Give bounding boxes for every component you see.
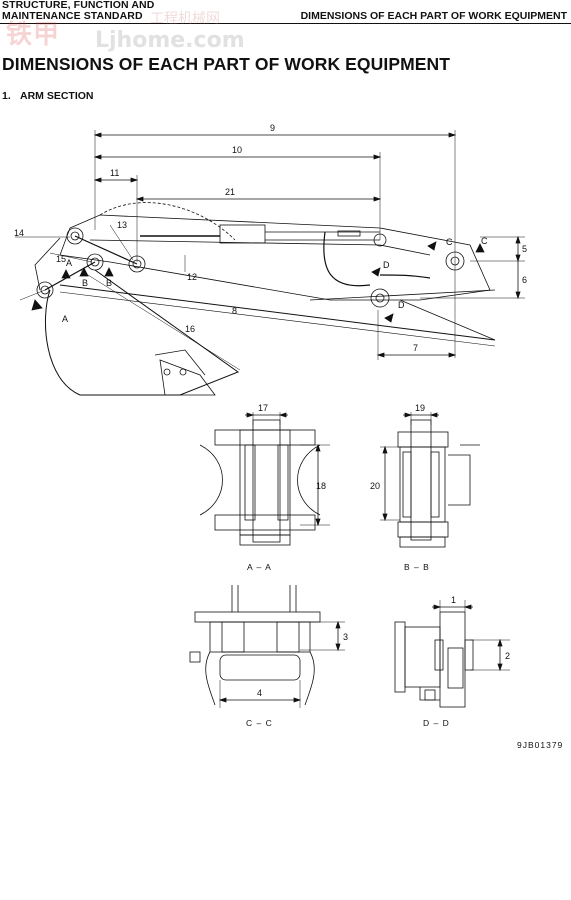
mark-b2: B — [106, 278, 112, 288]
mark-d1: D — [383, 260, 390, 270]
header-right: DIMENSIONS OF EACH PART OF WORK EQUIPMEN… — [300, 10, 567, 22]
watermark-site: Ljhome.com — [95, 28, 245, 53]
dim-13: 13 — [117, 220, 127, 230]
aa-dim-17: 17 — [258, 403, 268, 413]
bb-dim-20: 20 — [370, 481, 380, 491]
bb-caption: B – B — [404, 562, 430, 572]
mark-c1: C — [446, 237, 453, 247]
mark-b1: B — [82, 278, 88, 288]
dim-16: 16 — [185, 324, 195, 334]
dim-7: 7 — [413, 343, 418, 353]
dim-14: 14 — [14, 228, 24, 238]
watermark-small: 工程机械网 — [150, 11, 220, 27]
section-heading: 1. ARM SECTION — [2, 90, 94, 102]
dim-15: 15 — [56, 254, 66, 264]
section-aa: 17 18 A – A — [199, 403, 330, 572]
section-number: 1. — [2, 90, 11, 102]
dd-dim-1: 1 — [451, 595, 456, 605]
header-left-line2: MAINTENANCE STANDARD — [2, 10, 143, 22]
dim-11: 11 — [110, 168, 119, 178]
mark-d2: D — [398, 300, 405, 310]
section-label: ARM SECTION — [20, 90, 94, 102]
aa-dim-18: 18 — [316, 481, 326, 491]
mark-a2: A — [62, 314, 68, 324]
dd-caption: D – D — [423, 718, 450, 728]
section-bb: 19 20 B – B — [370, 403, 480, 572]
cc-dim-4: 4 — [257, 688, 262, 698]
main-view: 9 10 11 21 13 14 15 12 8 16 7 5 6 A A B … — [14, 123, 527, 396]
bb-dim-19: 19 — [415, 403, 425, 413]
dim-10: 10 — [232, 145, 242, 155]
watermark-logo: 铁甲 — [6, 20, 61, 50]
drawing-code: 9JB01379 — [517, 740, 563, 750]
dim-21: 21 — [225, 187, 235, 197]
dim-12: 12 — [187, 272, 197, 282]
page-title: DIMENSIONS OF EACH PART OF WORK EQUIPMEN… — [2, 54, 451, 74]
cc-dim-3: 3 — [343, 632, 348, 642]
dim-9: 9 — [270, 123, 275, 133]
header-left: STRUCTURE, FUNCTION AND MAINTENANCE STAN… — [2, 0, 154, 22]
aa-caption: A – A — [247, 562, 272, 572]
header-rule — [0, 23, 571, 24]
section-cc: 3 4 C – C — [189, 585, 348, 728]
cc-caption: C – C — [246, 718, 273, 728]
mark-a1: A — [66, 258, 72, 268]
dim-6: 6 — [522, 275, 527, 285]
dim-8: 8 — [232, 306, 237, 316]
header-left-line1: STRUCTURE, FUNCTION AND — [2, 0, 155, 11]
dim-5: 5 — [522, 244, 527, 254]
section-dd: 1 2 D – D — [394, 595, 510, 728]
mark-c2: C — [481, 236, 488, 246]
dd-dim-2: 2 — [505, 651, 510, 661]
